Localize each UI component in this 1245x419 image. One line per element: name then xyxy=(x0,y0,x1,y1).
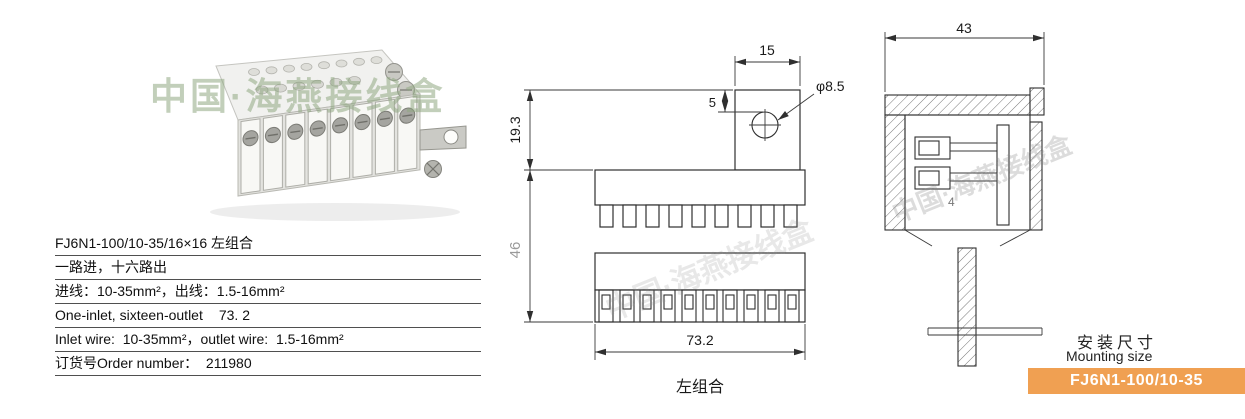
terminal-block-front-face xyxy=(237,93,421,197)
fv-dim-body-height: 46 xyxy=(507,170,593,323)
mounting-tab xyxy=(419,125,467,178)
spec-text: 进线：10-35mm²，出线：1.5-16mm² xyxy=(55,283,285,299)
fv-dim-hole-diameter: φ8.5 xyxy=(777,78,845,121)
spec-row-model: FJ6N1-100/10-35/16×16 左组合 xyxy=(55,232,481,256)
mounting-size-label-en: Mounting size xyxy=(1066,348,1153,364)
model-badge: FJ6N1-100/10-35 xyxy=(1028,368,1245,394)
dim-label-tab-width: 15 xyxy=(759,42,775,58)
dim-label-hole-offset: 5 xyxy=(709,95,716,110)
spec-text: One-inlet, sixteen-outlet xyxy=(55,307,203,323)
side-view-drawing: 43 4 xyxy=(884,22,1045,367)
stray-dimension-text: 73. 2 xyxy=(218,307,250,323)
fv-dim-upper-height: 19.3 xyxy=(507,89,733,171)
terminal-screws xyxy=(242,107,416,147)
mounting-size-label-cn: 安装尺寸 xyxy=(1077,335,1158,352)
dim-label-depth: 43 xyxy=(956,22,972,36)
spec-text: Inlet wire: 10-35mm²，outlet wire: 1.5-16… xyxy=(55,331,344,347)
tab-hole xyxy=(443,129,459,145)
terminal-block-top-face xyxy=(215,49,421,121)
front-view-drawing: 15 5 φ8.5 19.3 46 xyxy=(507,42,845,396)
dim-label-hole-diameter: φ8.5 xyxy=(816,78,845,94)
sv-housing-section xyxy=(884,87,1045,231)
dim-label-body-width: 73.2 xyxy=(686,332,713,348)
spec-row-config-cn: 一路进，十六路出 xyxy=(55,256,481,280)
spec-row-wire-en: Inlet wire: 10-35mm²，outlet wire: 1.5-16… xyxy=(55,328,481,352)
sv-inner-label: 4 xyxy=(948,195,955,209)
fv-body-upper xyxy=(594,169,806,228)
spec-row-config-en: One-inlet, sixteen-outlet 73. 2 xyxy=(55,304,481,328)
spec-text: 订货号Order number： 211980 xyxy=(55,355,252,371)
fv-mounting-tab xyxy=(734,89,801,171)
fv-body-lower xyxy=(594,252,806,323)
spec-text: 一路进，十六路出 xyxy=(55,259,167,275)
fv-dim-body-width: 73.2 xyxy=(594,324,806,360)
spec-row-order-number: 订货号Order number： 211980 xyxy=(55,352,481,376)
watermark-text: 中国·海燕接线盒 xyxy=(150,76,446,117)
fv-dim-tab-width: 15 xyxy=(734,42,801,86)
front-view-caption: 左组合 xyxy=(676,378,724,396)
spec-row-wire-cn: 进线：10-35mm²，出线：1.5-16mm² xyxy=(55,280,481,304)
sv-divider xyxy=(996,124,1010,226)
spec-table: FJ6N1-100/10-35/16×16 左组合 一路进，十六路出 进线：10… xyxy=(55,232,481,376)
product-photo xyxy=(210,49,467,221)
sv-internal-terminals: 4 xyxy=(914,124,1010,226)
dim-label-upper-height: 19.3 xyxy=(507,116,523,143)
spec-text: FJ6N1-100/10-35/16×16 左组合 xyxy=(55,235,254,251)
photo-shadow xyxy=(210,203,460,221)
sv-dim-depth: 43 xyxy=(884,22,1045,92)
dim-label-body-height: 46 xyxy=(507,242,524,259)
sv-mounting-leg xyxy=(904,229,1043,367)
fv-lower-teeth xyxy=(598,289,800,323)
